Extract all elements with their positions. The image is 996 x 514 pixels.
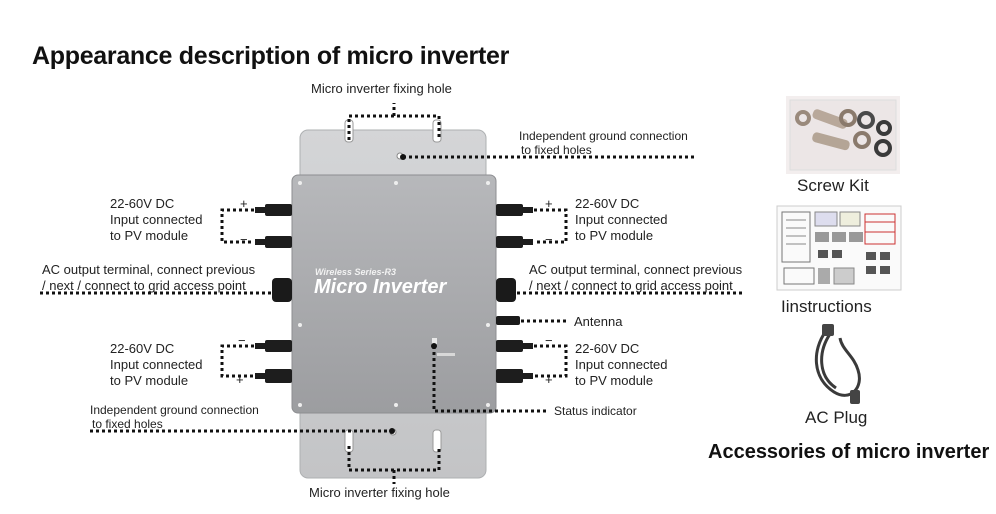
leader-lines xyxy=(40,103,745,484)
page-title: Appearance description of micro inverter xyxy=(32,42,510,70)
ground-bottom-label: Independent ground connection to fixed h… xyxy=(90,403,259,431)
screw-kit-icon xyxy=(786,96,900,174)
antenna-connector xyxy=(496,316,520,325)
accessory-instructions-label: Iinstructions xyxy=(781,297,872,316)
accessories-title: Accessories of micro inverter xyxy=(708,441,990,463)
dc-left-bottom-label: 22-60V DC Input connected to PV module xyxy=(110,341,203,388)
series-label: Wireless Series-R3 xyxy=(315,267,396,277)
accessory-ac-plug-label: AC Plug xyxy=(805,408,868,427)
fixing-hole-bottom-label: Micro inverter fixing hole xyxy=(309,485,450,500)
dc-right-bottom-label: 22-60V DC Input connected to PV module xyxy=(575,341,668,388)
ac-right-label: AC output terminal, connect previous / n… xyxy=(529,262,743,293)
instructions-icon xyxy=(776,205,902,291)
status-indicator-label: Status indicator xyxy=(554,404,637,418)
minus-sign: − xyxy=(545,232,553,247)
plus-sign: + xyxy=(545,196,553,211)
fixing-hole-top-label: Micro inverter fixing hole xyxy=(311,81,452,96)
device-name: Micro Inverter xyxy=(314,276,447,298)
minus-sign: − xyxy=(238,333,246,348)
dc-connectors-left xyxy=(255,204,292,383)
antenna-label: Antenna xyxy=(574,314,623,329)
plus-sign: + xyxy=(236,372,244,387)
accessory-screw-kit-label: Screw Kit xyxy=(797,176,869,195)
ac-plug-icon xyxy=(814,324,861,404)
ground-top-label: Independent ground connection to fixed h… xyxy=(519,129,688,157)
plus-sign: + xyxy=(545,372,553,387)
ac-terminals xyxy=(272,278,516,302)
plus-sign: + xyxy=(240,196,248,211)
minus-sign: − xyxy=(240,232,248,247)
ac-left-label: AC output terminal, connect previous / n… xyxy=(42,262,256,293)
minus-sign: − xyxy=(545,333,553,348)
dc-left-top-label: 22-60V DC Input connected to PV module xyxy=(110,196,203,243)
dc-right-top-label: 22-60V DC Input connected to PV module xyxy=(575,196,668,243)
dc-connectors-right xyxy=(496,204,533,383)
